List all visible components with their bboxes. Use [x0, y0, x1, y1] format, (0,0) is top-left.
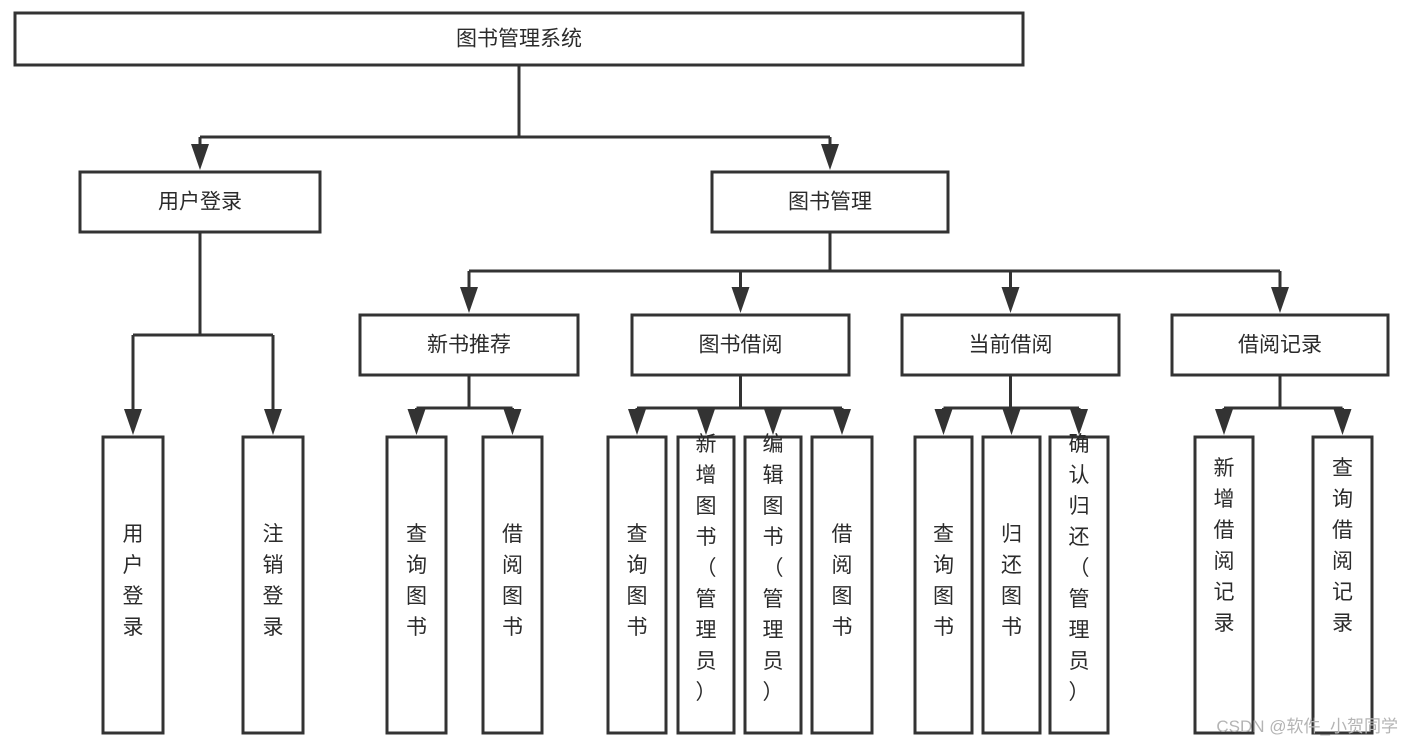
arrow-head-icon — [503, 409, 522, 435]
arrow-head-icon — [191, 144, 209, 170]
node-label-user-login: 用户登录 — [158, 191, 242, 214]
node-box-borrow-record[interactable] — [1170, 313, 1390, 377]
node-label-leaf-borrow-book: 借阅图书 — [832, 523, 853, 639]
node-label-leaf-confirm-return-admin: 确认归还（管理员） — [1069, 433, 1090, 704]
node-box-book-borrow[interactable] — [630, 313, 851, 377]
node-label-leaf-query-book-recommend: 查询图书 — [406, 523, 427, 639]
node-box-leaf-borrow-book-recommend[interactable] — [481, 435, 544, 735]
labels-layer: 图书管理系统用户登录图书管理新书推荐图书借阅当前借阅借阅记录用户登录注销登录查询… — [123, 28, 1354, 704]
node-box-book-management[interactable] — [710, 170, 950, 234]
node-label-borrow-record: 借阅记录 — [1238, 334, 1322, 357]
arrow-head-icon — [1333, 409, 1352, 435]
arrow-head-icon — [1070, 409, 1088, 435]
arrow-head-icon — [764, 409, 782, 435]
node-label-leaf-query-book-current: 查询图书 — [933, 523, 954, 639]
node-box-leaf-add-book-admin[interactable] — [676, 435, 736, 735]
arrow-head-icon — [124, 409, 142, 435]
node-label-leaf-query-book-borrow: 查询图书 — [627, 523, 648, 639]
node-label-leaf-query-borrow-record: 查询借阅记录 — [1332, 457, 1353, 635]
node-label-leaf-add-book-admin: 新增图书（管理员） — [696, 433, 717, 704]
arrow-head-icon — [460, 287, 478, 313]
node-box-leaf-edit-book-admin[interactable] — [743, 435, 803, 735]
node-label-leaf-borrow-book-recommend: 借阅图书 — [502, 523, 523, 639]
node-label-leaf-add-borrow-record: 新增借阅记录 — [1214, 457, 1235, 635]
node-label-book-management: 图书管理 — [788, 191, 872, 214]
node-box-leaf-user-logout[interactable] — [241, 435, 305, 735]
node-box-leaf-add-borrow-record[interactable] — [1193, 435, 1255, 735]
arrow-head-icon — [934, 409, 953, 435]
arrow-head-icon — [821, 144, 839, 170]
watermark-label: CSDN @软件_小贺同学 — [1216, 717, 1398, 736]
arrow-head-icon — [628, 409, 646, 435]
node-label-new-book-recommend: 新书推荐 — [427, 334, 511, 357]
node-label-current-borrow: 当前借阅 — [969, 334, 1053, 357]
node-label-root: 图书管理系统 — [456, 28, 582, 51]
node-box-current-borrow[interactable] — [900, 313, 1121, 377]
node-box-user-login[interactable] — [78, 170, 322, 234]
node-box-leaf-query-book-borrow[interactable] — [606, 435, 668, 735]
node-label-book-borrow: 图书借阅 — [699, 334, 783, 357]
arrow-head-icon — [731, 287, 750, 313]
node-box-leaf-query-book-current[interactable] — [913, 435, 974, 735]
node-box-leaf-query-book-recommend[interactable] — [385, 435, 448, 735]
arrow-head-icon — [407, 409, 426, 435]
boxes-layer — [13, 11, 1390, 735]
node-label-leaf-user-logout: 注销登录 — [263, 523, 284, 639]
node-box-new-book-recommend[interactable] — [358, 313, 580, 377]
connectors-layer — [124, 65, 1352, 435]
node-box-leaf-return-book[interactable] — [981, 435, 1042, 735]
arrow-head-icon — [1271, 287, 1289, 313]
node-label-leaf-edit-book-admin: 编辑图书（管理员） — [763, 433, 784, 704]
arrow-head-icon — [264, 409, 282, 435]
arrow-head-icon — [1002, 409, 1021, 435]
node-box-leaf-borrow-book[interactable] — [810, 435, 874, 735]
node-box-leaf-confirm-return-admin[interactable] — [1048, 435, 1110, 735]
node-box-root[interactable] — [13, 11, 1025, 67]
node-label-leaf-return-book: 归还图书 — [1001, 523, 1022, 639]
arrow-head-icon — [833, 409, 851, 435]
node-label-leaf-user-login: 用户登录 — [123, 523, 144, 639]
arrow-head-icon — [1001, 287, 1020, 313]
node-box-leaf-user-login[interactable] — [101, 435, 165, 735]
node-box-leaf-query-borrow-record[interactable] — [1311, 435, 1374, 735]
arrow-head-icon — [1215, 409, 1233, 435]
arrow-head-icon — [697, 409, 715, 435]
